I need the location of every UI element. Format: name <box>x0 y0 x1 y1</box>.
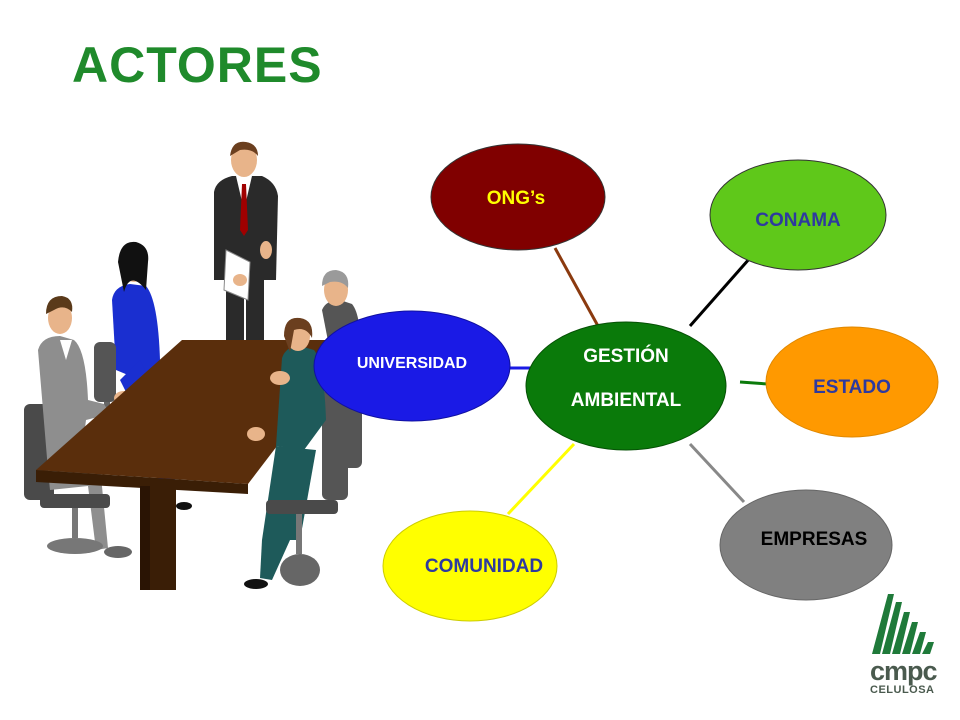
page-title: ACTORES <box>72 37 323 93</box>
connector-empresas <box>688 442 746 504</box>
connector-conama <box>688 257 752 327</box>
center-label-line2: AMBIENTAL <box>571 390 682 411</box>
connector-estado <box>739 380 769 386</box>
node-conama: CONAMA <box>709 159 887 271</box>
node-empresas: EMPRESAS <box>719 489 893 601</box>
connector-ongs <box>553 247 600 327</box>
standing-man <box>214 141 278 340</box>
node-universidad-label: UNIVERSIDAD <box>357 355 467 372</box>
node-empresas-label: EMPRESAS <box>761 529 868 550</box>
node-ongs: ONG’s <box>430 143 606 251</box>
meeting-illustration <box>24 141 362 590</box>
center-label-line1: GESTIÓN <box>583 345 669 367</box>
connectors <box>506 247 769 516</box>
node-comunidad: COMUNIDAD <box>382 510 558 622</box>
node-conama-label: CONAMA <box>755 210 841 231</box>
cmpc-logo-icon <box>872 594 934 654</box>
seated-woman-right <box>244 317 348 589</box>
node-center: GESTIÓN AMBIENTAL <box>525 321 727 451</box>
seated-man-left <box>24 296 134 558</box>
node-universidad: UNIVERSIDAD <box>313 310 511 422</box>
logo-wordmark: cmpc <box>870 656 938 686</box>
node-estado-label: ESTADO <box>813 377 891 398</box>
node-estado: ESTADO <box>765 326 939 438</box>
node-ongs-label: ONG’s <box>487 188 545 209</box>
node-comunidad-label: COMUNIDAD <box>425 556 543 577</box>
logo-subtitle: CELULOSA <box>870 684 935 696</box>
connector-comunidad <box>506 442 576 516</box>
